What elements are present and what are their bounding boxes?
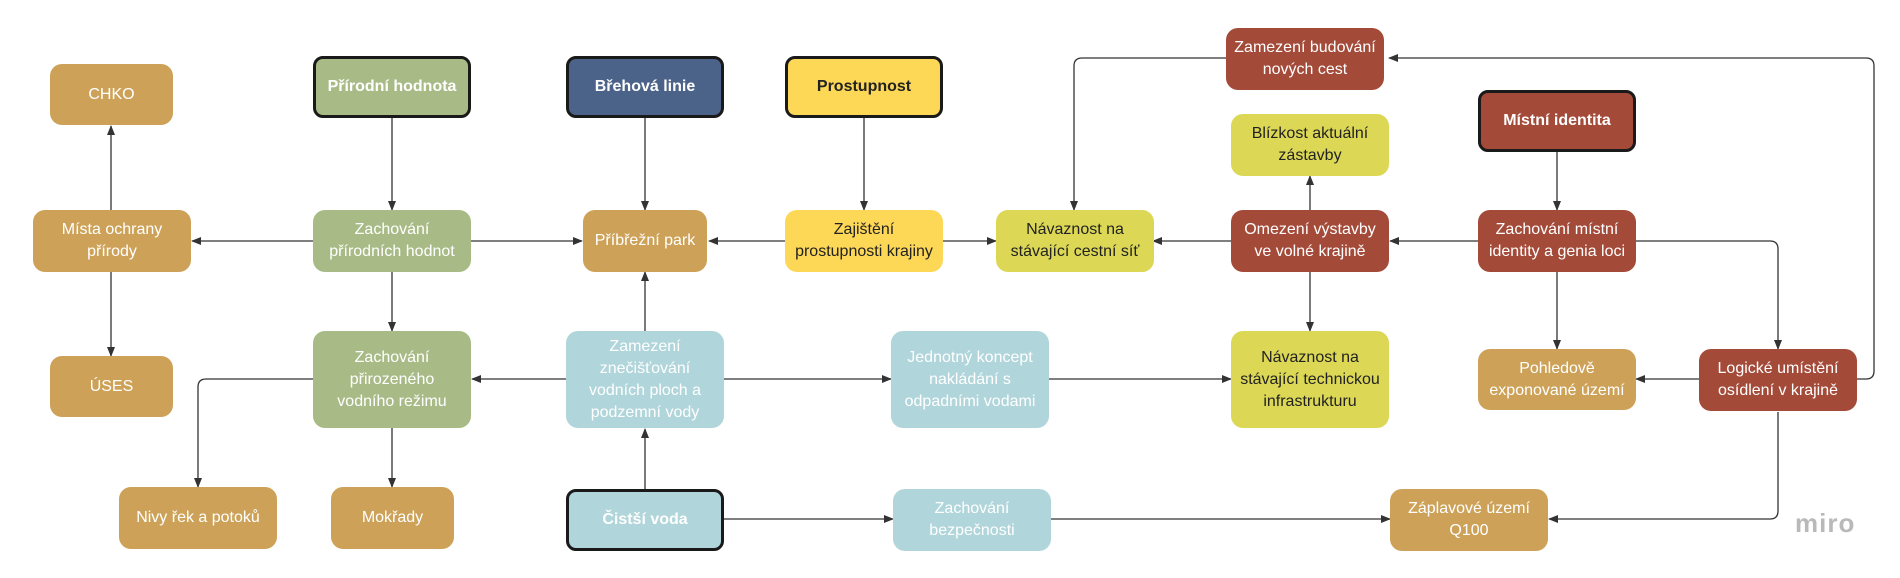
node-nivy[interactable]: Nivy řek a potoků (119, 487, 277, 549)
node-navaznost-cestni[interactable]: Návaznost na stávající cestní síť (996, 210, 1154, 272)
node-pribrezni-park-label: Příbřežní park (594, 232, 696, 249)
node-pohledove[interactable]: Pohledově exponované území (1478, 349, 1636, 410)
node-mokrady[interactable]: Mokřady (331, 487, 454, 549)
node-jednotny-koncept-label: Jednotný koncept nakládání s odpadními v… (904, 348, 1036, 410)
node-navaznost-infra[interactable]: Návaznost na stávající technickou infras… (1231, 331, 1389, 428)
node-navaznost-cestni-label: Návaznost na stávající cestní síť (1010, 221, 1140, 260)
node-mista-ochrany[interactable]: Místa ochrany přírody (33, 210, 191, 272)
node-prostupnost-label: Prostupnost (816, 78, 912, 95)
node-zamezeni-znecistovani-label: Zamezení znečišťování vodních ploch a po… (588, 337, 702, 421)
node-pribrezni-park[interactable]: Příbřežní park (583, 210, 707, 272)
node-zachovani-identity[interactable]: Zachování místní identity a genia loci (1478, 210, 1636, 272)
edge-lu-zap (1548, 412, 1779, 523)
node-omezeni-vystavby-label: Omezení výstavby ve volné krajině (1244, 221, 1376, 260)
node-chko-label: CHKO (88, 85, 135, 103)
node-uses[interactable]: ÚSES (50, 356, 173, 417)
node-brehova-linie[interactable]: Břehová linie (566, 56, 724, 118)
node-zachovani-vodniho[interactable]: Zachování přirozeného vodního režimu (313, 331, 471, 428)
node-blizkost-label: Blízkost aktuální zástavby (1251, 125, 1369, 164)
node-zaplavove[interactable]: Záplavové území Q100 (1390, 489, 1548, 551)
node-mistni-identita-label: Místní identita (1503, 112, 1611, 129)
node-zamezeni-budovani[interactable]: Zamezení budování nových cest (1226, 28, 1384, 90)
node-pohledove-label: Pohledově exponované území (1489, 359, 1625, 399)
node-brehova-linie-label: Břehová linie (594, 78, 696, 95)
node-zachovani-prirodnich-label: Zachování přírodních hodnot (329, 221, 455, 260)
node-nivy-label: Nivy řek a potoků (136, 509, 260, 526)
node-navaznost-infra-label: Návaznost na stávající technickou infras… (1240, 348, 1380, 410)
node-logicke-umisteni-label: Logické umístění osídlení v krajině (1717, 360, 1839, 399)
node-zachovani-bezpecnosti[interactable]: Zachování bezpečnosti (893, 489, 1051, 551)
node-cistsi-voda-label: Čistší voda (602, 511, 688, 528)
node-zamezeni-znecistovani[interactable]: Zamezení znečišťování vodních ploch a po… (566, 331, 724, 428)
edge-zmi-lu (1636, 240, 1782, 350)
node-uses-label: ÚSES (89, 377, 134, 395)
node-zachovani-bezpecnosti-label: Zachování bezpečnosti (929, 500, 1015, 539)
node-cistsi-voda[interactable]: Čistší voda (566, 489, 724, 551)
node-zachovani-prirodnich[interactable]: Zachování přírodních hodnot (313, 210, 471, 272)
node-zachovani-vodniho-label: Zachování přirozeného vodního režimu (337, 348, 447, 410)
node-logicke-umisteni[interactable]: Logické umístění osídlení v krajině (1699, 349, 1857, 411)
node-jednotny-koncept[interactable]: Jednotný koncept nakládání s odpadními v… (891, 331, 1049, 428)
edge-zvr-nivy (194, 378, 313, 488)
node-mistni-identita[interactable]: Místní identita (1478, 90, 1636, 152)
node-mokrady-label: Mokřady (361, 509, 424, 526)
edge-lu-zbn (1388, 54, 1875, 380)
node-zajisteni-prostupnosti-label: Zajištění prostupnosti krajiny (795, 221, 933, 260)
edge-zbn-nc (1070, 57, 1226, 211)
node-prirodni-hodnota[interactable]: Přírodní hodnota (313, 56, 471, 118)
node-zaplavove-label: Záplavové území Q100 (1408, 500, 1530, 539)
node-prirodni-hodnota-label: Přírodní hodnota (327, 78, 457, 95)
node-zamezeni-budovani-label: Zamezení budování nových cest (1234, 39, 1376, 78)
node-zachovani-identity-label: Zachování místní identity a genia loci (1488, 221, 1626, 260)
node-prostupnost[interactable]: Prostupnost (785, 56, 943, 118)
miro-logo: miro (1795, 508, 1856, 538)
node-mista-ochrany-label: Místa ochrany přírody (61, 221, 163, 260)
node-omezeni-vystavby[interactable]: Omezení výstavby ve volné krajině (1231, 210, 1389, 272)
node-chko[interactable]: CHKO (50, 64, 173, 125)
node-blizkost[interactable]: Blízkost aktuální zástavby (1231, 114, 1389, 176)
node-zajisteni-prostupnosti[interactable]: Zajištění prostupnosti krajiny (785, 210, 943, 272)
